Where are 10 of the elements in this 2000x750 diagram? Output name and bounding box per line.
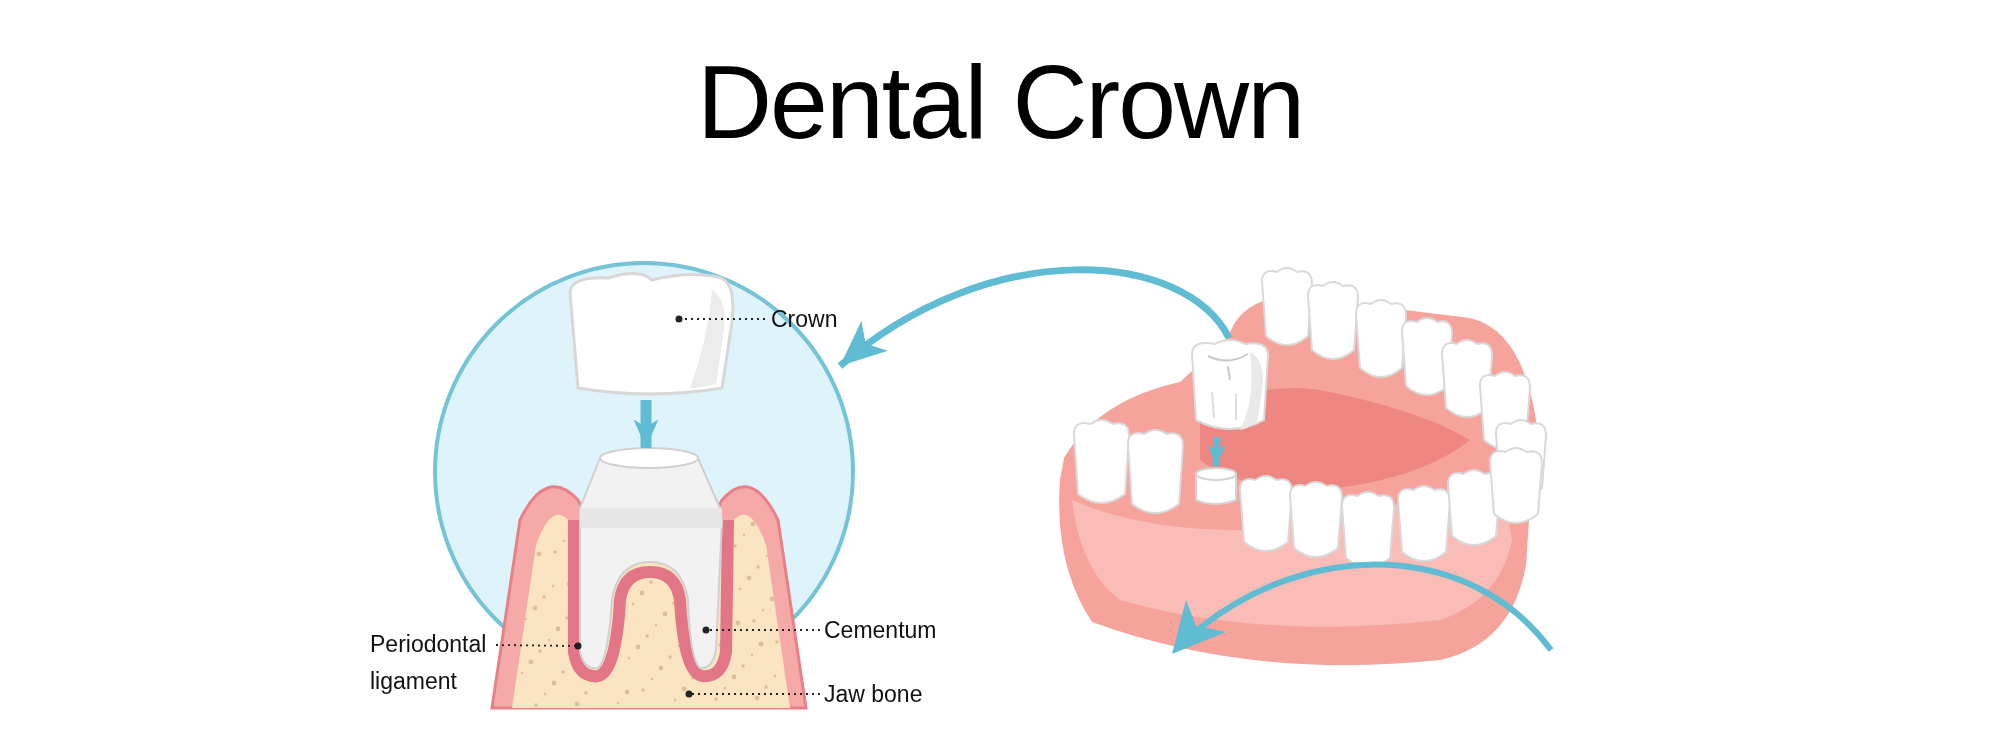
curved-arrow (633, 400, 659, 448)
curved-arrow (1207, 436, 1226, 467)
part-label: Periodontal ligament (370, 630, 488, 696)
part-label: Jaw bone (824, 680, 923, 709)
leader-line (675, 315, 766, 323)
title: Dental Crown (696, 50, 1303, 154)
curved-arrow (837, 266, 1232, 369)
part-label: Cementum (824, 616, 937, 645)
leader-line (702, 626, 821, 634)
leader-line (495, 642, 582, 650)
